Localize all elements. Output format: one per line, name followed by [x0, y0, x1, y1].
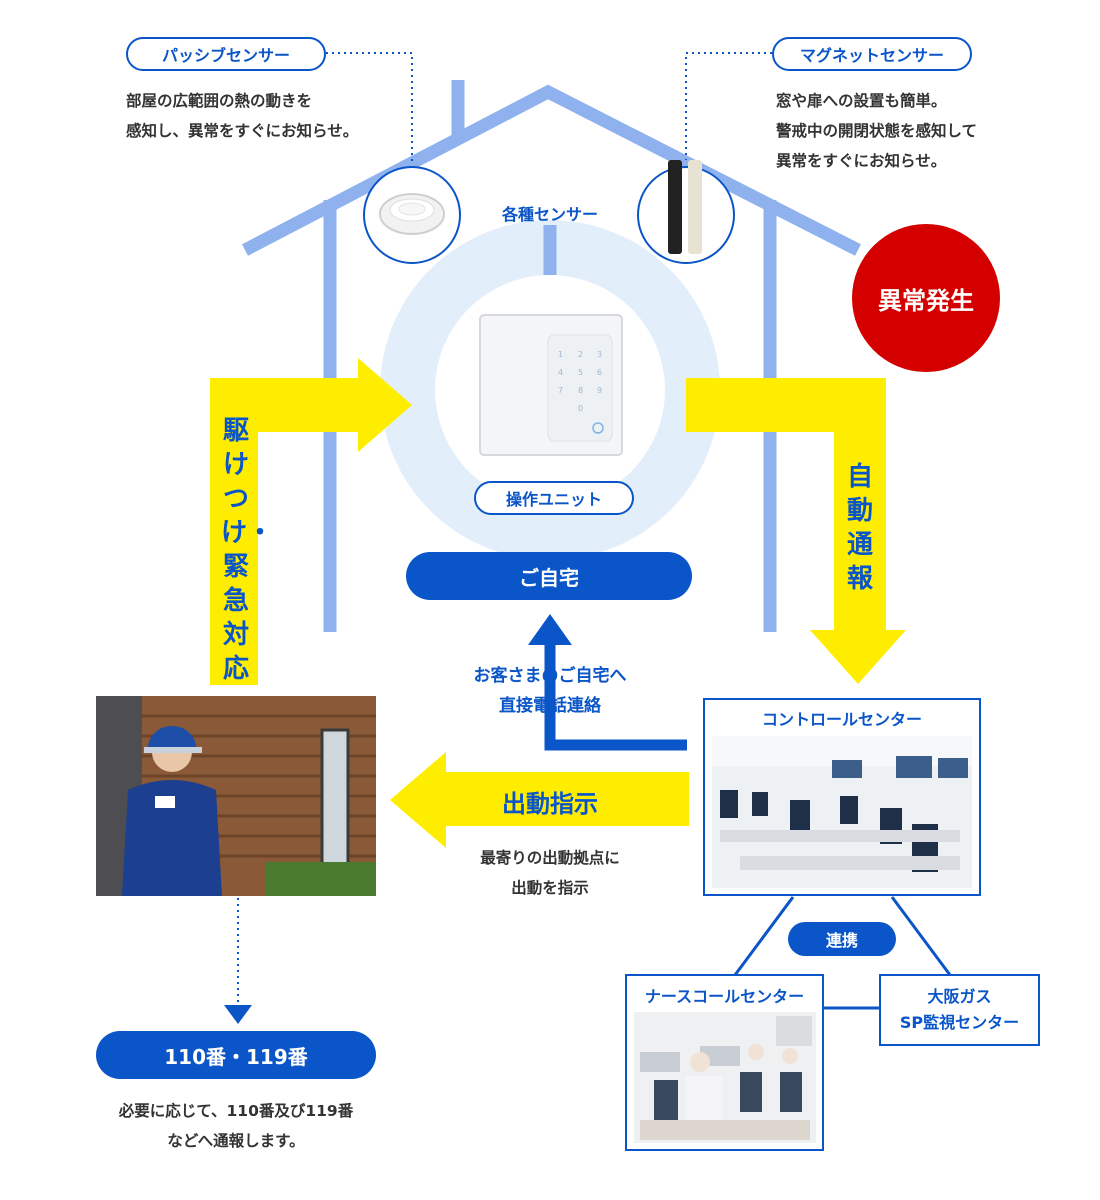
passive-sensor-label: パッシブセンサー — [126, 37, 326, 71]
center-connectors — [733, 896, 952, 1010]
link-label: 連携 — [788, 922, 896, 956]
direct-call-line: 直接電話連絡 — [499, 696, 601, 716]
svg-text:0: 0 — [578, 404, 583, 413]
dispatch-arrow — [390, 752, 689, 848]
svg-text:5: 5 — [578, 368, 583, 377]
control-center-label: コントロールセンター — [761, 710, 922, 729]
rush-response-text: 駆けつけ・緊急対応 — [221, 416, 274, 684]
svg-text:6: 6 — [597, 368, 602, 377]
sensors-label: 各種センサー — [501, 205, 598, 224]
passive-sensor-desc-line: 部屋の広範囲の熱の動きを — [126, 92, 313, 110]
magnet-sensor-desc-line: 異常をすぐにお知らせ。 — [776, 152, 947, 170]
emergency-desc-line: 必要に応じて、110番及び119番 — [118, 1102, 354, 1120]
svg-text:4: 4 — [558, 368, 563, 377]
magnet-sensor-desc-line: 警戒中の開閉状態を感知して — [776, 122, 978, 140]
dispatch-desc-line: 出動を指示 — [511, 879, 589, 897]
svg-text:3: 3 — [597, 350, 602, 359]
dispatch-label: 出動指示 — [502, 790, 598, 818]
emergency-description: 必要に応じて、110番及び119番 などへ通報します。 — [86, 1096, 386, 1156]
emergency-numbers-label: 110番・119番 — [96, 1031, 376, 1079]
gas-center-line: SP監視センター — [899, 1013, 1020, 1032]
magnet-sensor-description: 窓や扉への設置も簡単。 警戒中の開閉状態を感知して 異常をすぐにお知らせ。 — [776, 86, 1076, 176]
control-unit-label: 操作ユニット — [474, 481, 634, 515]
passive-sensor-desc-line: 感知し、異常をすぐにお知らせ。 — [126, 122, 359, 140]
emergency-desc-line: などへ通報します。 — [167, 1132, 305, 1150]
home-label: ご自宅 — [406, 552, 692, 600]
auto-report-label: 自動通報 — [838, 460, 882, 596]
leader-lines — [237, 52, 772, 1006]
dotted-arrow-head — [224, 1005, 252, 1024]
svg-text:2: 2 — [578, 350, 583, 359]
dispatch-desc-line: 最寄りの出動拠点に — [480, 849, 620, 867]
auto-report-arrow — [686, 378, 906, 684]
dispatch-description: 最寄りの出動拠点に 出動を指示 — [430, 843, 670, 903]
gas-center-label: 大阪ガス SP監視センター — [880, 984, 1039, 1036]
passive-sensor-description: 部屋の広範囲の熱の動きを 感知し、異常をすぐにお知らせ。 — [126, 86, 426, 146]
passive-sensor-icon — [379, 193, 445, 235]
magnet-sensor-icon — [668, 160, 702, 254]
direct-call-text: お客さまのご自宅へ 直接電話連絡 — [430, 661, 670, 721]
svg-text:8: 8 — [578, 386, 583, 395]
svg-text:1: 1 — [558, 350, 563, 359]
direct-call-arrow — [528, 614, 687, 751]
gas-center-box — [879, 974, 1040, 1046]
control-unit-icon: 1 2 3 4 5 6 7 8 9 0 — [479, 314, 623, 456]
alarm-badge: 異常発生 — [852, 224, 1000, 372]
auto-report-text: 自動通報 — [846, 462, 873, 594]
magnet-sensor-desc-line: 窓や扉への設置も簡単。 — [776, 92, 947, 110]
rush-response-arrow — [210, 358, 412, 685]
control-center-photo — [712, 736, 972, 888]
magnet-sensor-circle — [637, 166, 735, 264]
nurse-center-photo — [634, 1012, 816, 1143]
svg-text:9: 9 — [597, 386, 602, 395]
rush-response-label: 駆けつけ・緊急対応 — [214, 414, 274, 686]
nurse-center-label: ナースコールセンター — [644, 987, 805, 1006]
direct-call-line: お客さまのご自宅へ — [473, 666, 627, 686]
magnet-sensor-label: マグネットセンサー — [772, 37, 972, 71]
svg-text:7: 7 — [558, 386, 563, 395]
gas-center-line: 大阪ガス — [927, 987, 992, 1006]
guard-photo — [96, 696, 376, 896]
